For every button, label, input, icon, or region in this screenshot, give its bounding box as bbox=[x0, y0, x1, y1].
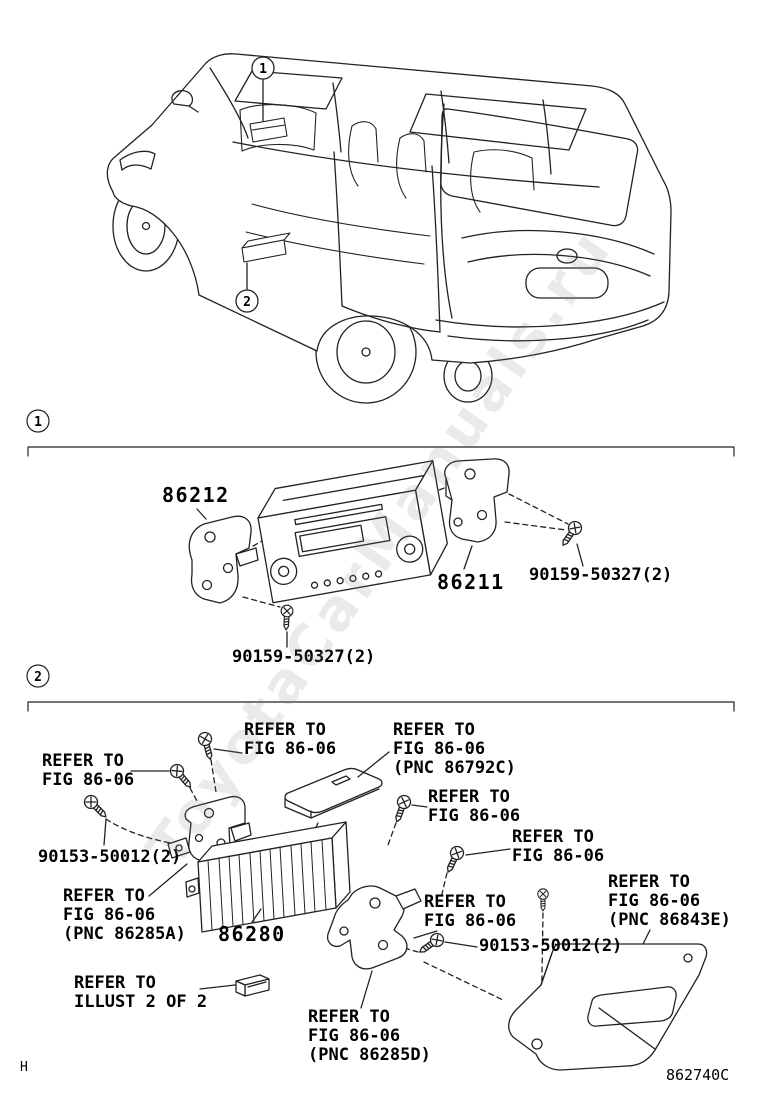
amplifier-86280-drawing bbox=[185, 821, 351, 933]
interior-cutaway bbox=[239, 104, 535, 265]
radio-knob-left bbox=[270, 557, 298, 586]
screw-icon bbox=[556, 518, 585, 550]
refer-label-86843e: REFER TO FIG 86-06 (PNC 86843E) bbox=[608, 872, 731, 931]
section-1-index: 1 bbox=[34, 415, 42, 430]
section-1-divider: 1 bbox=[26, 409, 735, 457]
assembly-dashed-lines bbox=[242, 486, 569, 608]
heatsink-fins bbox=[207, 839, 327, 931]
refer-label-center-right: REFER TO FIG 86-06 bbox=[424, 892, 517, 932]
connector-drawing bbox=[235, 974, 270, 997]
screw-icon bbox=[81, 792, 112, 823]
radio-bracket-right-drawing bbox=[444, 458, 510, 543]
refer-label-top: REFER TO FIG 86-06 bbox=[244, 720, 337, 760]
part-label-90159-upper: 90159-50327(2) bbox=[529, 565, 673, 585]
screw-icon bbox=[196, 730, 218, 762]
refer-label-illust: REFER TO ILLUST 2 OF 2 bbox=[74, 973, 208, 1013]
refer-label-left: REFER TO FIG 86-06 bbox=[42, 751, 135, 791]
amplifier-module-drawing bbox=[284, 767, 383, 819]
side-mirror bbox=[171, 90, 199, 113]
part-label-90159-lower: 90159-50327(2) bbox=[232, 647, 376, 667]
radio-unit-drawing bbox=[257, 460, 448, 604]
radio-bracket-left-drawing bbox=[188, 515, 259, 604]
section-2-divider: 2 bbox=[26, 664, 735, 712]
rear-roof-glass bbox=[409, 93, 587, 151]
screw-icon bbox=[390, 793, 413, 825]
footer-sheet-code: H bbox=[20, 1060, 28, 1075]
refer-label-86285a: REFER TO FIG 86-06 (PNC 86285A) bbox=[63, 886, 186, 945]
headlight bbox=[119, 150, 156, 171]
sunroof-panel bbox=[234, 70, 343, 110]
bolt-label-right: 90153-50012(2) bbox=[479, 936, 623, 956]
emblem bbox=[556, 248, 578, 264]
screw-icon bbox=[537, 888, 549, 912]
part-label-86211: 86211 bbox=[437, 570, 505, 594]
callout-1-number: 1 bbox=[259, 62, 267, 77]
callout-1-marker: 1 bbox=[251, 56, 275, 122]
screw-icon bbox=[167, 761, 197, 792]
refer-label-mid: REFER TO FIG 86-06 bbox=[428, 787, 521, 827]
leader-lines bbox=[103, 748, 651, 1009]
leader-lines bbox=[196, 508, 584, 648]
part-label-86280: 86280 bbox=[218, 922, 286, 946]
screw-icon bbox=[415, 930, 447, 959]
bolt-label-left: 90153-50012(2) bbox=[38, 847, 182, 867]
callout-2-marker: 2 bbox=[235, 262, 259, 313]
section-2-index: 2 bbox=[34, 670, 42, 685]
hatch-seam bbox=[440, 103, 453, 319]
center-bracket-drawing bbox=[326, 885, 422, 970]
screw-icon bbox=[441, 843, 467, 876]
license-plate-recess bbox=[525, 267, 609, 299]
floor-bracket-drawing bbox=[508, 943, 708, 1071]
screw-icon bbox=[279, 604, 294, 631]
footer-drawing-number: 862740C bbox=[666, 1066, 730, 1084]
section-2-drawing bbox=[81, 730, 708, 1071]
vehicle-illustration: 1 2 bbox=[106, 53, 672, 404]
refer-label-right-upper: REFER TO FIG 86-06 bbox=[512, 827, 605, 867]
section-1-drawing bbox=[188, 458, 585, 648]
rear-window bbox=[440, 108, 639, 227]
refer-label-86792c: REFER TO FIG 86-06 (PNC 86792C) bbox=[393, 720, 516, 779]
callout-2-number: 2 bbox=[243, 295, 251, 310]
van-body-outline bbox=[106, 53, 672, 364]
beltline bbox=[232, 141, 600, 188]
refer-label-86285d: REFER TO FIG 86-06 (PNC 86285D) bbox=[308, 1007, 431, 1066]
part-label-86212: 86212 bbox=[162, 483, 230, 507]
radio-knob-right bbox=[396, 535, 424, 563]
